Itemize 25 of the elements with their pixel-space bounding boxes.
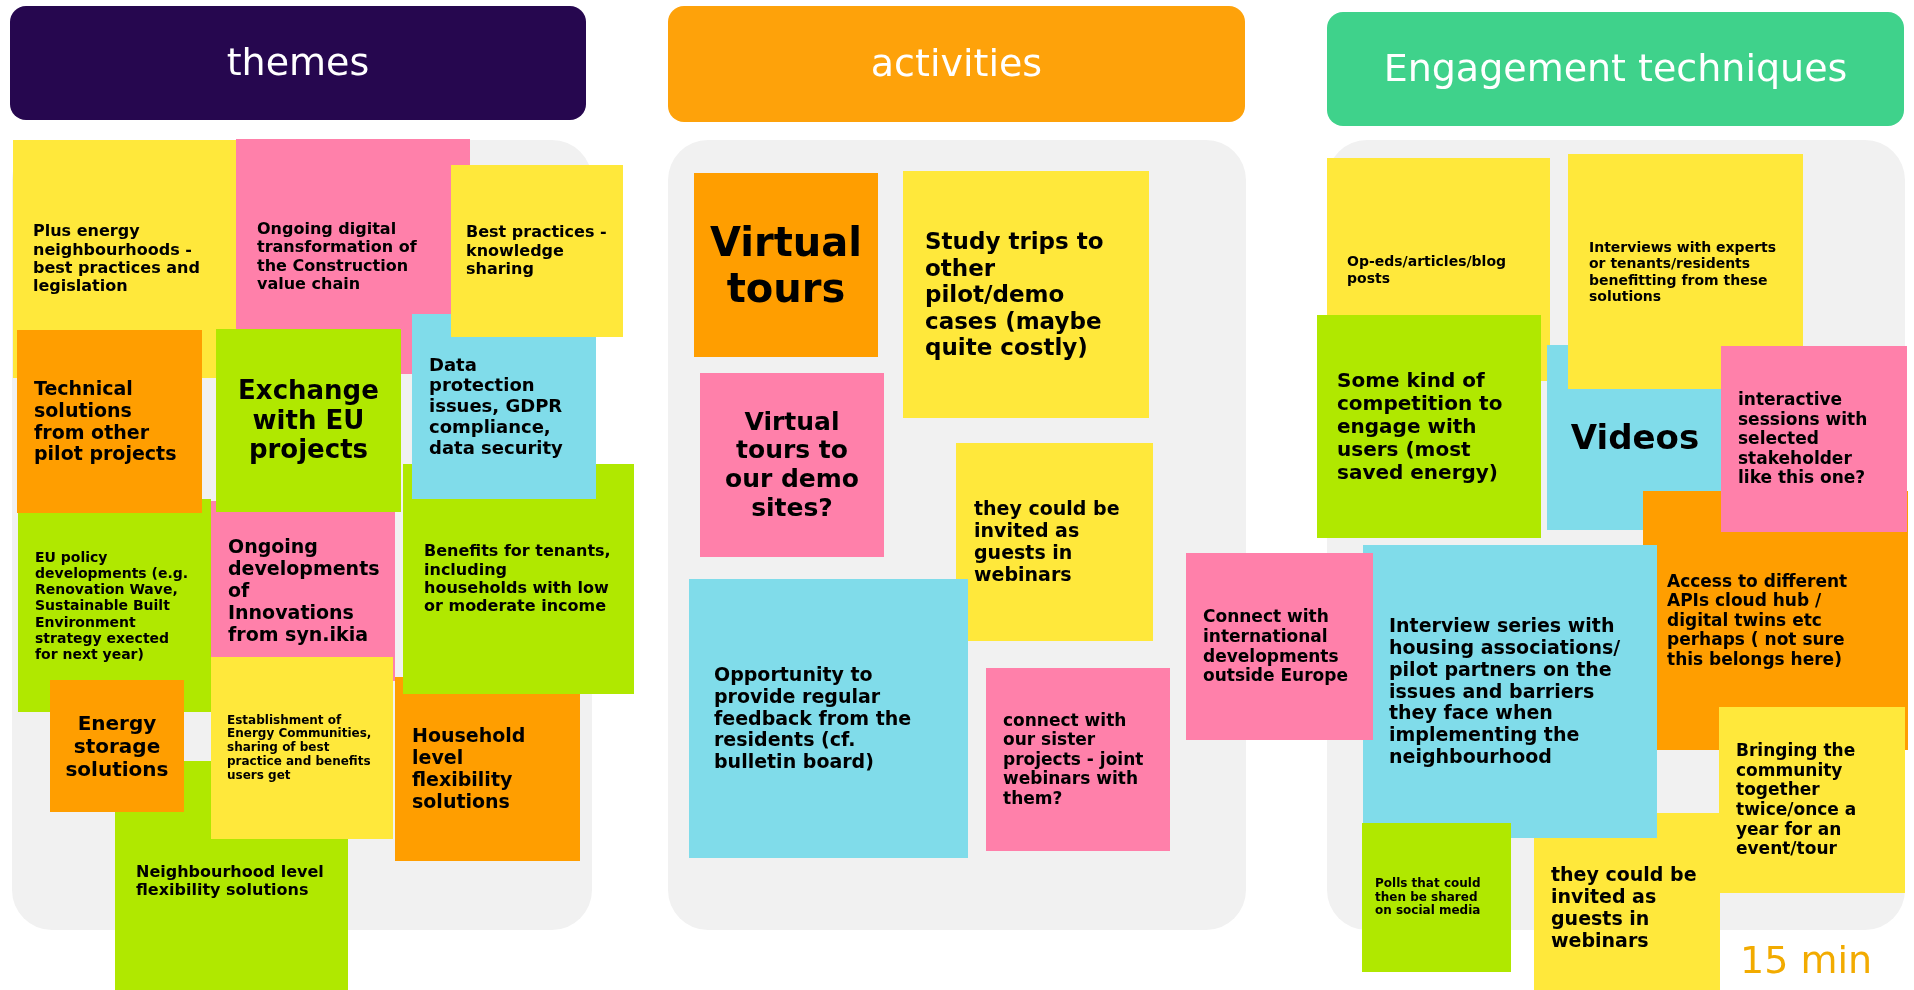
sticky-note: interactive sessions with selected stakeholder like this one? [1721,346,1907,532]
sticky-note: Study trips to other pilot/demo cases (maybe quite costly) [903,171,1149,418]
sticky-note: Virtual tours [694,173,878,357]
sticky-note: Data protection issues, GDPR compliance, data security [412,314,596,499]
column-header: Engagement techniques [1327,12,1904,126]
sticky-note: they could be invited as guests in webinars [1534,813,1720,990]
sticky-note: Household level flexibility solutions [395,677,580,861]
column-header: activities [668,6,1245,122]
sticky-note: Interview series with housing associations/ pilot partners on the issues and barriers they face when implementing the neighbourhood [1363,545,1657,838]
sticky-note: Bringing the community together twice/once a year for an event/tour [1719,707,1905,893]
sticky-note: Polls that could then be shared on social media [1362,823,1511,972]
sticky-note: connect with our sister projects - joint webinars with them? [986,668,1170,851]
sticky-note: Some kind of competition to engage with users (most saved energy) [1317,315,1541,538]
sticky-note: Establishment of Energy Communities, sharing of best practice and benefits users get [211,657,393,839]
sticky-note: Energy storage solutions [50,680,184,812]
sticky-note: Technical solutions from other pilot projects [17,330,202,513]
sticky-note: Connect with international developments outside Europe [1186,553,1373,740]
sticky-note: Exchange with EU projects [216,329,401,512]
sticky-note: Virtual tours to our demo sites? [700,373,884,557]
sticky-note: Opportunity to provide regular feedback from the residents (cf. bulletin board) [689,579,968,858]
sticky-note: they could be invited as guests in webinars [956,443,1153,641]
time-label: 15 min [1740,938,1873,982]
sticky-note: Interviews with experts or tenants/residents benefitting from these solutions [1568,154,1803,389]
column-header: themes [10,6,586,120]
sticky-note: Best practices - knowledge sharing [451,165,623,337]
